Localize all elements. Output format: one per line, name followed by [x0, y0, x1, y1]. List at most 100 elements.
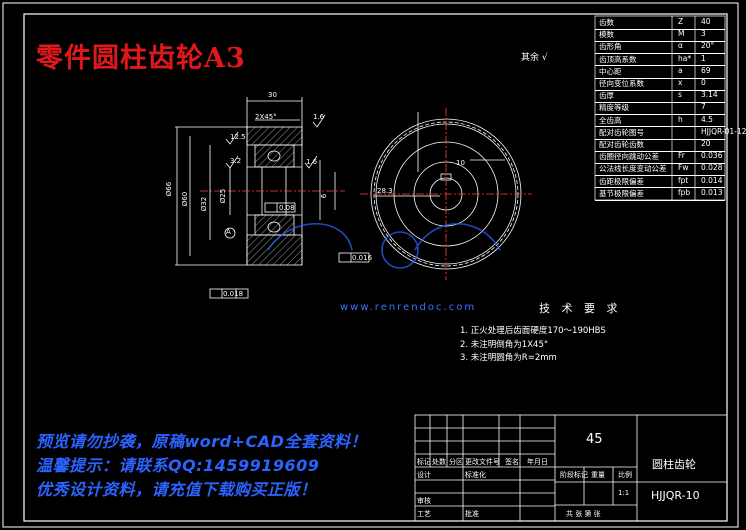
param-row-divider — [595, 126, 725, 128]
drawing-title: 零件圆柱齿轮A3 — [36, 43, 246, 74]
param-value: 0.014 — [701, 175, 723, 185]
dim-key-width: 10 — [456, 159, 465, 167]
watermark-url: www.renrendoc.com — [340, 302, 477, 313]
dim-depth: 28.3 — [377, 187, 393, 195]
dim-d3: Ø32 — [200, 196, 209, 212]
tb-label-count: 处数 — [432, 458, 446, 466]
param-value: 20° — [701, 41, 715, 51]
tech-requirement-3: 3. 未注明圆角为R=2mm — [460, 353, 557, 363]
tol-value-1: 0.08 — [279, 204, 295, 212]
dim-side: 1.6 — [306, 158, 318, 166]
material: 45 — [586, 432, 603, 447]
param-row-divider — [595, 175, 725, 177]
tech-requirement-1: 1. 正火处理后齿面硬度170～190HBS — [460, 326, 606, 336]
param-symbol: Fw — [678, 163, 689, 173]
param-row-divider — [595, 53, 725, 55]
param-row-divider — [595, 187, 725, 189]
param-symbol: fpt — [678, 175, 689, 185]
tb-scale: 比例 — [618, 471, 632, 479]
watermark-logo — [267, 222, 501, 269]
tol-value-3: 0.018 — [223, 290, 244, 298]
inner-border — [23, 13, 728, 522]
dim-d2: Ø60 — [181, 191, 190, 207]
rough-2: 3.2 — [230, 157, 242, 165]
param-row-divider — [595, 40, 725, 42]
param-row-divider — [595, 162, 725, 164]
rough-1: 12.5 — [230, 133, 246, 141]
gear-front-view — [360, 108, 532, 280]
surface-roughness-note: 其余 √ — [521, 50, 548, 63]
tech-requirements-heading: 技 术 要 求 — [539, 302, 622, 315]
tb-review: 审核 — [417, 497, 431, 505]
preview-note-1: 预览请勿抄袭，原稿word+CAD全套资料！ — [36, 432, 367, 451]
param-row-divider — [595, 101, 725, 103]
tb-label-date: 年月日 — [527, 458, 548, 466]
param-name: 齿距极限偏差 — [599, 176, 644, 186]
check-icon: √ — [541, 53, 548, 63]
datum-a: A — [226, 228, 231, 236]
gear-section-view — [175, 97, 370, 299]
param-value: 0.036 — [701, 151, 723, 161]
tb-approve: 批准 — [465, 510, 479, 518]
param-symbol: α — [678, 41, 683, 51]
param-symbol: a — [678, 65, 683, 75]
dim-d1: Ø66 — [165, 181, 174, 197]
param-value: 69 — [701, 65, 711, 75]
param-value: 3 — [701, 29, 706, 39]
param-name: 齿数 — [599, 18, 614, 27]
param-symbol: Z — [678, 17, 684, 26]
dim-chamfer: 2X45° — [255, 113, 277, 121]
tb-label-zone: 分区 — [449, 458, 463, 466]
param-row-divider — [595, 199, 725, 201]
param-name: 配对齿轮齿数 — [599, 140, 644, 149]
preview-note-3: 优秀设计资料，请充值下载购买正版！ — [36, 480, 317, 499]
param-value: 40 — [701, 17, 711, 26]
tb-label-change: 更改文件号 — [465, 458, 500, 466]
param-name: 齿圈径向跳动公差 — [599, 152, 659, 162]
tb-craft: 工艺 — [417, 510, 431, 518]
drawing-number: HJJQR-10 — [651, 489, 700, 502]
param-symbol: fpb — [678, 187, 691, 197]
tb-weight: 重量 — [591, 471, 605, 479]
param-row-divider — [595, 114, 725, 116]
param-value: 0.013 — [701, 187, 723, 197]
param-row-divider — [595, 65, 725, 67]
param-value: 3.14 — [701, 90, 718, 100]
param-value: 0 — [701, 78, 706, 87]
param-row-divider — [595, 28, 725, 30]
param-value: 0.028 — [701, 163, 723, 173]
param-row-divider — [595, 150, 725, 152]
param-symbol: Fr — [678, 151, 685, 161]
param-symbol: h — [678, 114, 683, 124]
param-name: 径向变位系数 — [599, 79, 644, 88]
param-value: 7 — [701, 102, 706, 112]
tb-label-mark: 标记 — [417, 458, 431, 466]
param-name: 齿形角 — [599, 42, 622, 52]
param-row-divider — [595, 89, 725, 91]
param-name: 齿顶高系数 — [599, 54, 637, 64]
rough-3: 1.6 — [313, 113, 325, 121]
param-name: 精度等级 — [599, 103, 629, 113]
param-symbol: ha* — [678, 53, 692, 63]
tb-label-sign: 签名 — [505, 458, 519, 466]
param-name: 配对齿轮图号 — [599, 127, 644, 137]
param-name: 齿厚 — [599, 91, 614, 101]
param-name: 模数 — [599, 30, 614, 40]
part-name: 圆柱齿轮 — [652, 458, 696, 471]
param-name: 基节极限偏差 — [599, 188, 644, 198]
param-row-divider — [595, 77, 725, 79]
dim-d4: Ø25 — [219, 188, 228, 204]
param-name: 中心距 — [599, 66, 622, 76]
tb-standard: 标准化 — [465, 471, 486, 479]
tol-value-2: 0.016 — [352, 254, 373, 262]
surface-note-text: 其余 — [521, 53, 540, 63]
param-value: 20 — [701, 139, 711, 148]
param-value: 1 — [701, 53, 706, 63]
preview-note-2: 温馨提示：请联系QQ:1459919609 — [36, 456, 320, 475]
param-name: 公法线长度变动公差 — [599, 164, 667, 174]
param-value: 4.5 — [701, 114, 713, 124]
tb-design: 设计 — [417, 471, 431, 479]
dim-width: 30 — [268, 91, 277, 99]
param-value: HJJQR-01-12 — [701, 126, 746, 136]
